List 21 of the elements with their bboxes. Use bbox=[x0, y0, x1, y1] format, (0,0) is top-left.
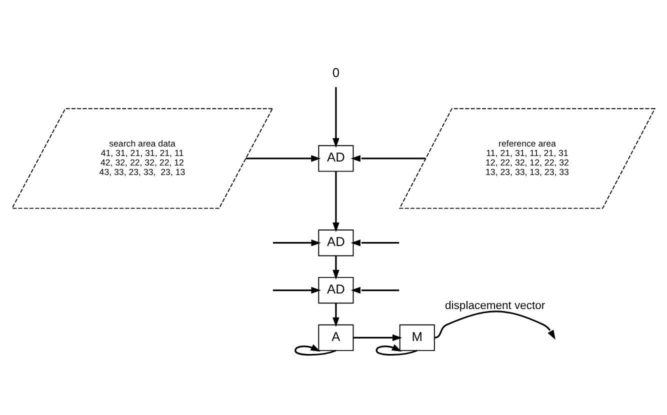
node-text: 0 bbox=[332, 64, 340, 80]
arrow bbox=[272, 286, 321, 294]
node-box: A bbox=[318, 324, 354, 351]
arrow bbox=[350, 286, 400, 294]
arrow bbox=[272, 238, 321, 246]
arrow bbox=[332, 255, 340, 280]
node-box: AD bbox=[318, 276, 354, 304]
arrow bbox=[332, 86, 340, 148]
arrow bbox=[246, 154, 321, 162]
arrow bbox=[350, 154, 426, 162]
arrow bbox=[350, 238, 400, 246]
edge-label: displacement vector bbox=[445, 299, 546, 312]
arrow bbox=[332, 171, 340, 232]
arrow bbox=[434, 310, 556, 340]
node-box: M bbox=[399, 324, 435, 351]
node-box: AD bbox=[318, 144, 354, 172]
arrow bbox=[353, 334, 402, 341]
node-box: AD bbox=[318, 229, 354, 256]
arrow bbox=[332, 302, 340, 327]
arrow bbox=[376, 344, 418, 356]
arrow bbox=[294, 344, 336, 356]
